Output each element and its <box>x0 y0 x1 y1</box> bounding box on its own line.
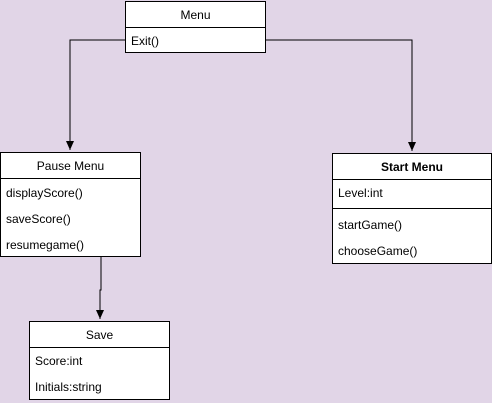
operation-exit: Exit() <box>131 34 159 48</box>
operation-resume-game: resumegame() <box>6 238 85 252</box>
class-start-menu-name: Start Menu <box>333 154 491 180</box>
class-save-attributes: Score:int Initials:string <box>30 348 169 400</box>
operation-start-game: startGame() <box>338 218 403 232</box>
edge-menu-to-pause-menu <box>66 39 125 150</box>
class-menu-operations: Exit() <box>126 28 265 54</box>
operation-choose-game: chooseGame() <box>338 244 418 258</box>
class-save[interactable]: Save Score:int Initials:string <box>29 321 170 400</box>
class-menu[interactable]: Menu Exit() <box>125 1 266 53</box>
class-save-name: Save <box>30 322 169 348</box>
operation-display-score: displayScore() <box>6 186 83 200</box>
class-pause-menu-name: Pause Menu <box>1 153 140 179</box>
edge-pause-menu-to-save <box>96 257 104 319</box>
class-menu-name: Menu <box>126 2 265 28</box>
attribute-level: Level:int <box>338 186 383 200</box>
attribute-score: Score:int <box>35 354 83 368</box>
edge-menu-to-start-menu <box>266 39 416 151</box>
class-start-menu-operations: startGame() chooseGame() <box>333 209 491 264</box>
class-pause-menu-operations: displayScore() saveScore() resumegame() <box>1 179 140 259</box>
attribute-initials: Initials:string <box>35 380 102 394</box>
class-start-menu-attributes: Level:int <box>333 180 491 209</box>
class-start-menu[interactable]: Start Menu Level:int startGame() chooseG… <box>332 153 492 264</box>
class-pause-menu[interactable]: Pause Menu displayScore() saveScore() re… <box>0 152 141 257</box>
operation-save-score: saveScore() <box>6 212 71 226</box>
